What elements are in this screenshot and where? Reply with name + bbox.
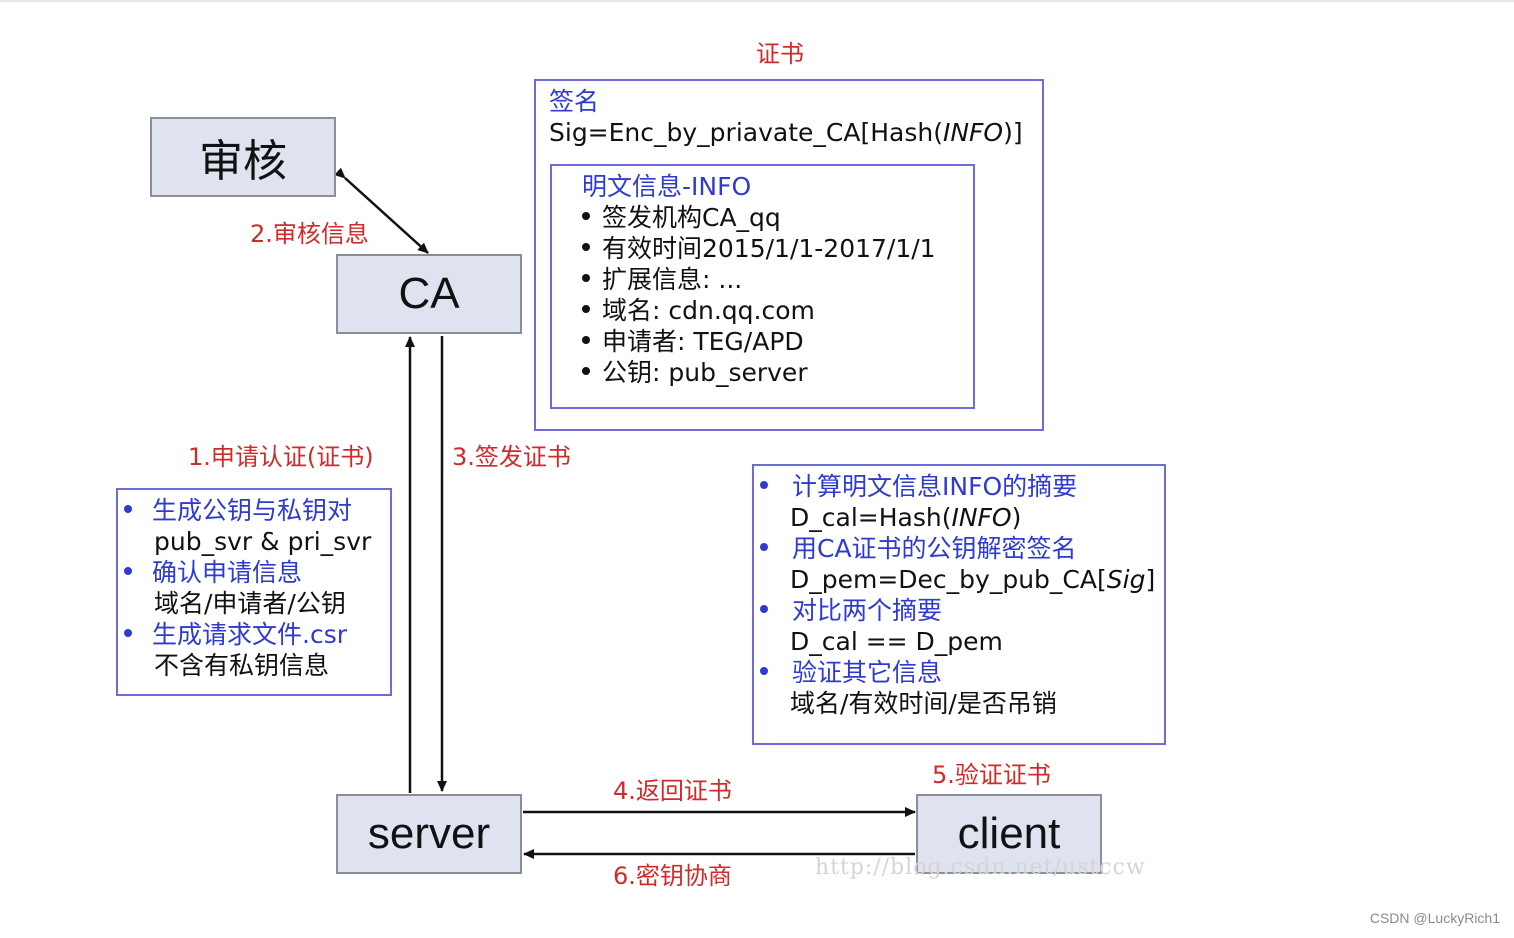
- ca-node: CA: [336, 254, 522, 334]
- server-step-title: 生成请求文件.csr: [124, 619, 371, 650]
- client-node: client: [916, 794, 1102, 874]
- step-4-label: 4.返回证书: [613, 777, 732, 805]
- client-step-detail: 域名/有效时间/是否吊销: [790, 689, 1057, 718]
- client-step-detail: D_pem=Dec_by_pub_CA[Sig]: [790, 565, 1156, 594]
- server-step-title: 确认申请信息: [124, 557, 371, 588]
- footer-credit: CSDN @LuckyRich1: [1369, 910, 1500, 926]
- client-step-detail: D_cal == D_pem: [790, 627, 1003, 656]
- info-item: 有效时间2015/1/1-2017/1/1: [582, 233, 936, 264]
- server-node: server: [336, 794, 522, 874]
- step-5-label: 5.验证证书: [932, 761, 1051, 789]
- client-step-title: 计算明文信息INFO的摘要: [760, 471, 1155, 502]
- server-step-detail: 域名/申请者/公钥: [154, 589, 346, 618]
- watermark-text: http://blog.csdn.net/ustccw: [815, 855, 1146, 880]
- step-2-label: 2.审核信息: [250, 220, 369, 248]
- certificate-title: 证书: [756, 40, 804, 68]
- step-6-label: 6.密钥协商: [613, 862, 732, 890]
- client-step-title: 对比两个摘要: [760, 595, 1155, 626]
- server-step-detail: pub_svr & pri_svr: [154, 527, 372, 556]
- info-item: 域名: cdn.qq.com: [582, 295, 936, 326]
- server-step-title: 生成公钥与私钥对: [124, 495, 371, 526]
- info-title: 明文信息-INFO: [582, 172, 752, 201]
- info-item: 公钥: pub_server: [582, 357, 936, 388]
- client-steps-panel: [752, 464, 1166, 745]
- client-step-detail: D_cal=Hash(INFO): [790, 503, 1022, 532]
- step-3-label: 3.签发证书: [452, 443, 571, 471]
- info-panel: [550, 164, 975, 409]
- client-step-title: 用CA证书的公钥解密签名: [760, 533, 1155, 564]
- info-item: 申请者: TEG/APD: [582, 326, 936, 357]
- info-list: 签发机构CA_qq 有效时间2015/1/1-2017/1/1 扩展信息: ..…: [582, 202, 936, 388]
- client-steps-list: 计算明文信息INFO的摘要 D_cal=Hash(INFO) 用CA证书的公钥解…: [760, 471, 1155, 719]
- signature-formula: Sig=Enc_by_priavate_CA[Hash(INFO)]: [549, 118, 1023, 147]
- signature-label: 签名: [549, 87, 600, 116]
- client-step-title: 验证其它信息: [760, 657, 1155, 688]
- server-steps-list: 生成公钥与私钥对 pub_svr & pri_svr 确认申请信息 域名/申请者…: [124, 495, 371, 681]
- info-item: 签发机构CA_qq: [582, 202, 936, 233]
- info-item: 扩展信息: ...: [582, 264, 936, 295]
- top-divider: [0, 0, 1514, 2]
- server-steps-panel: [116, 488, 392, 696]
- review-node: 审核: [150, 117, 336, 197]
- step-1-label: 1.申请认证(证书): [188, 443, 374, 471]
- server-step-detail: 不含有私钥信息: [154, 651, 330, 680]
- arrow-review-ca: [334, 167, 429, 254]
